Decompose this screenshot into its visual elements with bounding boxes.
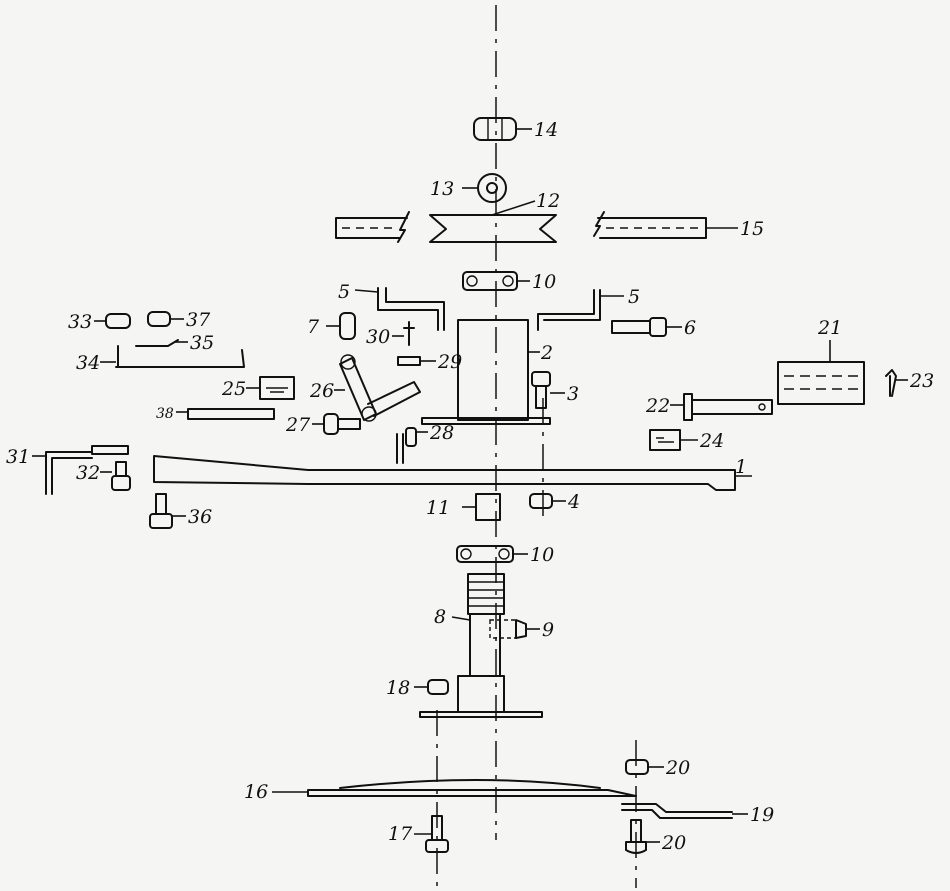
part-5-left-bracket xyxy=(354,287,445,331)
part-7-nut xyxy=(326,312,356,340)
label-20-lower: 20 xyxy=(661,832,686,854)
part-1-main-arm xyxy=(153,455,752,491)
label-28: 28 xyxy=(429,422,454,444)
part-28-pin xyxy=(396,427,428,464)
label-9: 9 xyxy=(542,619,554,641)
label-24: 24 xyxy=(699,430,724,452)
label-7: 7 xyxy=(307,316,320,338)
part-16-spring-plate xyxy=(272,779,637,797)
part-9-set-screw xyxy=(489,619,540,639)
label-21: 21 xyxy=(817,317,842,339)
part-25-plate xyxy=(246,376,295,400)
label-32: 32 xyxy=(76,462,100,484)
label-12: 12 xyxy=(536,190,560,212)
part-15-belt xyxy=(335,211,738,243)
label-4: 4 xyxy=(567,491,580,513)
label-36: 36 xyxy=(188,506,212,528)
part-21-box xyxy=(777,340,865,405)
label-6: 6 xyxy=(684,317,696,339)
part-11-sleeve xyxy=(462,493,501,521)
part-29-key xyxy=(397,356,436,366)
label-23: 23 xyxy=(909,370,934,392)
part-27-bolt xyxy=(312,413,361,435)
label-14: 14 xyxy=(534,119,558,141)
block-base-plate xyxy=(421,417,551,425)
label-27: 27 xyxy=(285,414,311,436)
label-13: 13 xyxy=(430,178,454,200)
part-23-pin xyxy=(885,369,908,397)
label-19: 19 xyxy=(750,804,774,826)
part-36-bolt xyxy=(149,493,186,529)
label-18: 18 xyxy=(386,677,410,699)
part-22-axle xyxy=(670,393,773,421)
label-26: 26 xyxy=(309,380,334,402)
part-2-block xyxy=(457,319,540,421)
part-13-washer xyxy=(462,173,507,203)
label-37: 37 xyxy=(186,309,211,331)
part-17-bolt xyxy=(414,815,449,853)
label-1: 1 xyxy=(735,456,747,478)
label-10-lower: 10 xyxy=(530,544,554,566)
part-18-nut xyxy=(414,679,449,695)
label-5-left: 5 xyxy=(338,281,350,303)
label-38: 38 xyxy=(156,406,174,422)
part-33-nut xyxy=(94,313,131,329)
label-17: 17 xyxy=(388,823,413,845)
label-11: 11 xyxy=(426,497,450,519)
label-35: 35 xyxy=(190,332,214,354)
part-3-bolt xyxy=(531,371,565,409)
part-24-plate xyxy=(649,429,698,451)
label-5-right: 5 xyxy=(628,286,640,308)
part-10-upper-bushing xyxy=(462,271,530,291)
label-33: 33 xyxy=(68,311,92,333)
part-37-nut xyxy=(147,311,184,327)
part-14-nut xyxy=(473,117,532,141)
label-10-upper: 10 xyxy=(532,271,556,293)
part-8-column xyxy=(419,573,543,718)
label-16: 16 xyxy=(244,781,268,803)
label-8: 8 xyxy=(434,606,446,628)
part-6-bolt xyxy=(611,317,682,337)
part-31-l-bracket xyxy=(32,445,129,495)
part-32-bolt xyxy=(100,461,131,491)
label-15: 15 xyxy=(740,218,764,240)
part-34-strip xyxy=(100,345,245,368)
part-12-pulley xyxy=(429,200,557,243)
label-20-upper: 20 xyxy=(665,757,690,779)
label-3: 3 xyxy=(567,383,579,405)
part-38-rod xyxy=(176,408,275,420)
label-30: 30 xyxy=(366,326,390,348)
label-31: 31 xyxy=(6,446,30,468)
label-2: 2 xyxy=(540,342,553,364)
part-26-lever xyxy=(334,354,421,422)
part-4-nut xyxy=(529,493,566,509)
label-22: 22 xyxy=(645,395,670,417)
part-20-lower-bolt xyxy=(625,819,660,854)
part-35-spring xyxy=(135,339,188,347)
part-5-right-bracket xyxy=(537,289,624,331)
label-29: 29 xyxy=(437,351,462,373)
part-19-strip xyxy=(621,803,748,819)
label-34: 34 xyxy=(76,352,100,374)
label-25: 25 xyxy=(221,378,246,400)
part-10-lower-bushing xyxy=(456,545,528,563)
part-20-upper-nut xyxy=(625,759,664,775)
part-30-pin xyxy=(392,321,415,346)
